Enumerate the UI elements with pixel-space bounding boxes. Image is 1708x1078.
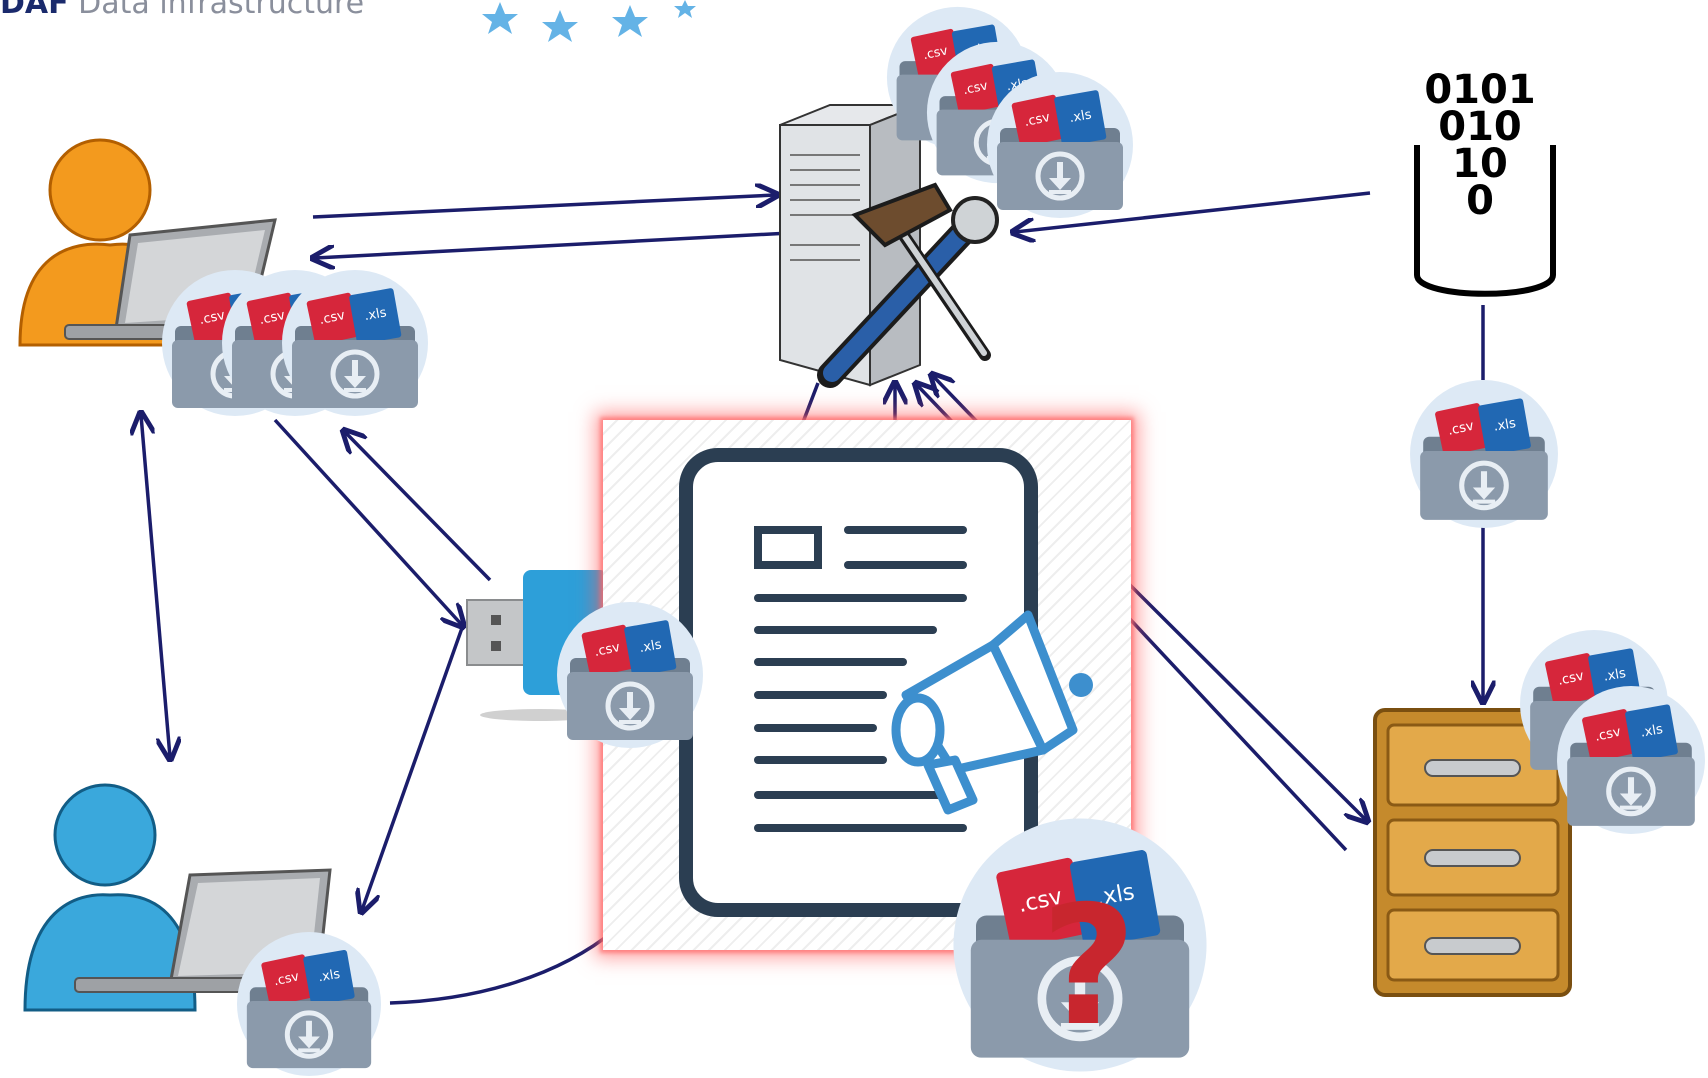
xls-badge-label: .xls — [1068, 107, 1093, 126]
binary-line: 10 — [1452, 141, 1508, 187]
xls-badge-label: .xls — [317, 967, 341, 986]
dataset-folder-icon[interactable]: .csv .xls — [280, 268, 430, 418]
csv-badge-label: .csv — [318, 308, 347, 328]
dataset-folder-icon[interactable]: .csv .xls — [235, 930, 383, 1078]
csv-badge-label: .csv — [1023, 110, 1052, 130]
binary-database-icon — [1414, 145, 1556, 297]
csv-badge-label: .csv — [921, 42, 949, 62]
xls-badge-label: .xls — [638, 637, 663, 656]
arrow-catalog-to-cabinet-2 — [1126, 615, 1348, 852]
eu-stars-icon — [482, 0, 696, 42]
csv-badge-label: .csv — [1594, 725, 1623, 745]
xls-badge-label: .xls — [363, 305, 388, 324]
header-title: DAF Data infrastructure — [0, 0, 364, 21]
arrow-user-to-usb — [273, 418, 462, 625]
binary-line: 0 — [1466, 178, 1494, 224]
xls-badge-label: .xls — [1639, 722, 1664, 741]
arrow-user-to-user — [141, 415, 170, 757]
csv-badge-label: .csv — [1447, 419, 1476, 439]
unknown-mark: ? — [1041, 870, 1137, 1062]
arrow-user-to-server — [312, 195, 775, 219]
dataset-folder-icon[interactable]: .csv .xls — [985, 70, 1135, 220]
dataset-folder-icon[interactable]: .csv .xls — [1408, 378, 1560, 530]
server-tools-icon — [779, 103, 999, 388]
arrow-usb-to-blue-user — [362, 627, 464, 910]
header-brand: DAF — [0, 0, 69, 21]
binary-line: 0101 — [1424, 67, 1536, 113]
document-announcement-icon — [679, 448, 1093, 917]
filing-cabinet-icon — [1373, 708, 1572, 997]
arrow-catalog-to-cabinet-1 — [1126, 581, 1366, 820]
csv-badge-label: .csv — [593, 640, 622, 660]
dataset-folder-icon[interactable]: .csv .xls — [1555, 684, 1707, 836]
user-blue-laptop-icon — [23, 783, 332, 1012]
xls-badge-label: .xls — [1492, 416, 1517, 435]
csv-badge-label: .csv — [258, 308, 287, 328]
arrow-server-to-user — [315, 231, 791, 258]
arrow-usb-to-user — [345, 432, 492, 582]
binary-line: 010 — [1438, 104, 1522, 150]
xls-badge-label: .xls — [1602, 666, 1627, 685]
header-subtitle: Data infrastructure — [78, 0, 365, 21]
csv-badge-label: .csv — [272, 969, 300, 989]
dataset-folder-icon[interactable]: .csv .xls — [555, 600, 705, 750]
csv-badge-label: .csv — [961, 77, 989, 97]
connector-blue-user-to-catalog — [389, 928, 617, 1005]
csv-badge-label: .csv — [1557, 669, 1586, 689]
binary-digits: 0101 010 10 0 — [1405, 67, 1555, 224]
csv-badge-label: .csv — [198, 308, 227, 328]
dataset-folder-icon[interactable]: .csv.xls? — [950, 815, 1210, 1075]
arrow-binary-to-server — [1015, 191, 1371, 232]
